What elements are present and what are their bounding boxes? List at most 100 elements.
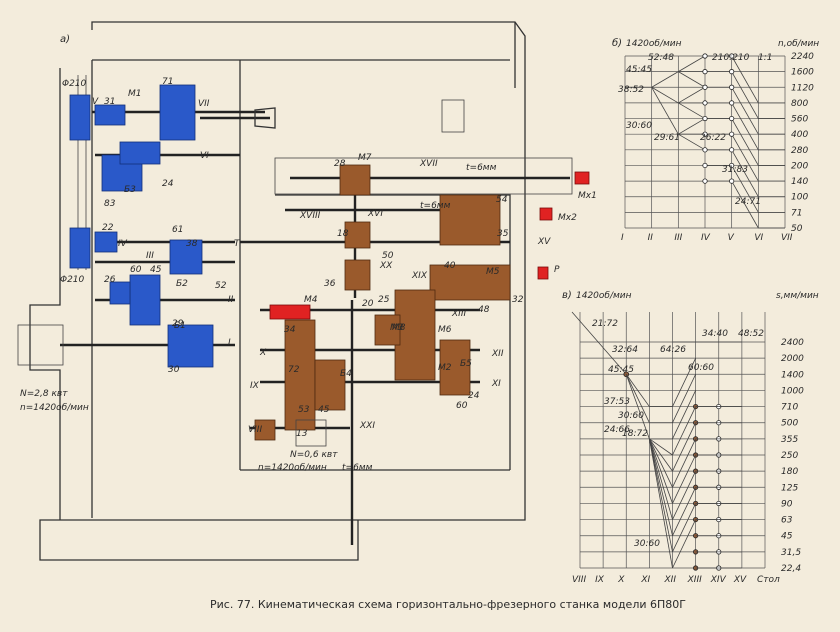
graph-b-ratio: 30:60 xyxy=(626,121,652,131)
shaft-label: XXI xyxy=(359,421,375,431)
coupling-label: M8 xyxy=(392,323,406,333)
gear-number: 20 xyxy=(362,299,374,309)
shaft-label: XVI xyxy=(367,209,383,219)
graph-v-ray xyxy=(649,438,673,456)
graph-v-ray xyxy=(672,519,696,569)
graph-v-ratio: 30:60 xyxy=(618,411,644,421)
gear-number: 45 xyxy=(150,265,162,275)
graph-b-ray xyxy=(678,55,706,72)
block-m8 xyxy=(394,289,436,381)
coupling-m4-red xyxy=(269,304,311,320)
graph-v-shaft-label: XV xyxy=(733,575,747,585)
graph-v-ray xyxy=(672,390,696,440)
graph-b-ray xyxy=(678,133,706,151)
block-label: Б3 xyxy=(124,185,136,195)
gear-number: 50 xyxy=(382,251,394,261)
graph-v-feed-label: 2400 xyxy=(781,338,804,348)
panel-v: в) 1420об/мин s,мм/мин 24002000140010007… xyxy=(562,290,819,585)
graph-v-shaft-label: XIV xyxy=(710,575,727,585)
graph-b-ray xyxy=(731,180,759,229)
shaft-label: III xyxy=(146,251,154,261)
graph-b-node xyxy=(702,53,708,59)
coupling-label: Mx2 xyxy=(558,213,577,223)
gear-number: 45 xyxy=(318,405,330,415)
graph-v-feed-label: 45 xyxy=(781,532,793,542)
feed-motor-power: N=0,6 квт xyxy=(290,450,338,460)
main-motor-speed: n=1420об/мин xyxy=(20,403,89,413)
block-label: Б1 xyxy=(174,321,186,331)
gear-number: 26 xyxy=(104,275,116,285)
screw-xxi-pitch: t=6мм xyxy=(342,463,373,473)
graph-v-feed-label: 180 xyxy=(781,467,798,477)
graph-v-ray xyxy=(648,438,673,536)
graph-b-speed-label: 100 xyxy=(791,193,808,203)
graph-v-ray xyxy=(672,487,696,536)
gear-number: 36 xyxy=(324,279,336,289)
graph-b-ray xyxy=(731,165,759,213)
graph-b-shaft-label: I xyxy=(621,233,624,243)
gear-number: 61 xyxy=(172,225,183,235)
graph-v-ray xyxy=(649,438,673,488)
graph-v-shaft-label: Стол xyxy=(757,575,780,585)
shaft-label: VI xyxy=(200,151,209,161)
graph-b-ray xyxy=(731,55,759,104)
gear-number: 32 xyxy=(512,295,524,305)
graph-v-ray xyxy=(571,311,627,375)
block-label: Б2 xyxy=(176,279,188,289)
graph-v-ray xyxy=(672,470,696,520)
panel-a: а) xyxy=(17,21,597,561)
graph-b-node xyxy=(729,84,735,90)
graph-v-ray xyxy=(672,454,696,504)
coupling-label: M2 xyxy=(438,363,452,373)
gear-24-xx xyxy=(344,259,371,291)
gear-number: 18 xyxy=(337,229,349,239)
coupling-label: M6 xyxy=(438,325,452,335)
graph-b-node xyxy=(729,100,735,106)
gear-number: 13 xyxy=(296,429,308,439)
gear-number: 60 xyxy=(130,265,142,275)
graph-b-ray xyxy=(731,133,759,182)
graph-v-ratio: 60:60 xyxy=(688,363,714,373)
coupling-mx2 xyxy=(539,207,553,221)
shaft-label: XII xyxy=(491,349,504,359)
shaft-label: I xyxy=(228,338,231,348)
shaft-label: II xyxy=(228,295,234,305)
graph-b-ratio: 38:52 xyxy=(618,85,644,95)
graph-v-ray xyxy=(672,503,696,553)
gear-viii xyxy=(254,419,276,441)
graph-v-feed-label: 2000 xyxy=(781,354,804,364)
graph-b-node xyxy=(702,131,708,137)
graph-b-node xyxy=(729,69,735,75)
graph-b-ray xyxy=(678,102,706,119)
screw-xvii-pitch: t=6мм xyxy=(466,163,497,173)
gear-61 xyxy=(169,239,203,275)
shaft-label: XV xyxy=(537,237,551,247)
gear-number: 54 xyxy=(496,195,508,205)
graph-b-speed-label: 50 xyxy=(791,224,803,234)
shaft-label: IV xyxy=(118,239,128,249)
graph-v-shaft-label: XII xyxy=(664,575,677,585)
gear-28-upper xyxy=(339,164,371,196)
graph-v-shaft-label: XIII xyxy=(687,575,702,585)
coupling-label: Mx1 xyxy=(578,191,597,201)
graph-b-node xyxy=(729,131,735,137)
coupling-p xyxy=(537,266,549,280)
gear-number: 52 xyxy=(215,281,227,291)
graph-b-speed-label: 400 xyxy=(791,130,808,140)
graph-b-speed-label: 1120 xyxy=(791,83,814,93)
graph-b-ray xyxy=(731,71,759,119)
shaft-label: XVIII xyxy=(299,211,321,221)
gear-31 xyxy=(94,104,126,126)
graph-b-shaft-label: III xyxy=(674,233,682,243)
graph-b-shaft-label: IV xyxy=(701,233,711,243)
gear-number: 24 xyxy=(162,179,174,189)
gear-number: 28 xyxy=(334,159,346,169)
gear-71 xyxy=(159,84,196,141)
gear-number: 30 xyxy=(168,365,180,375)
gear-number: 60 xyxy=(456,401,468,411)
graph-b-node xyxy=(729,115,735,122)
graph-b-ray xyxy=(678,86,706,104)
graph-v-ray xyxy=(625,374,650,423)
